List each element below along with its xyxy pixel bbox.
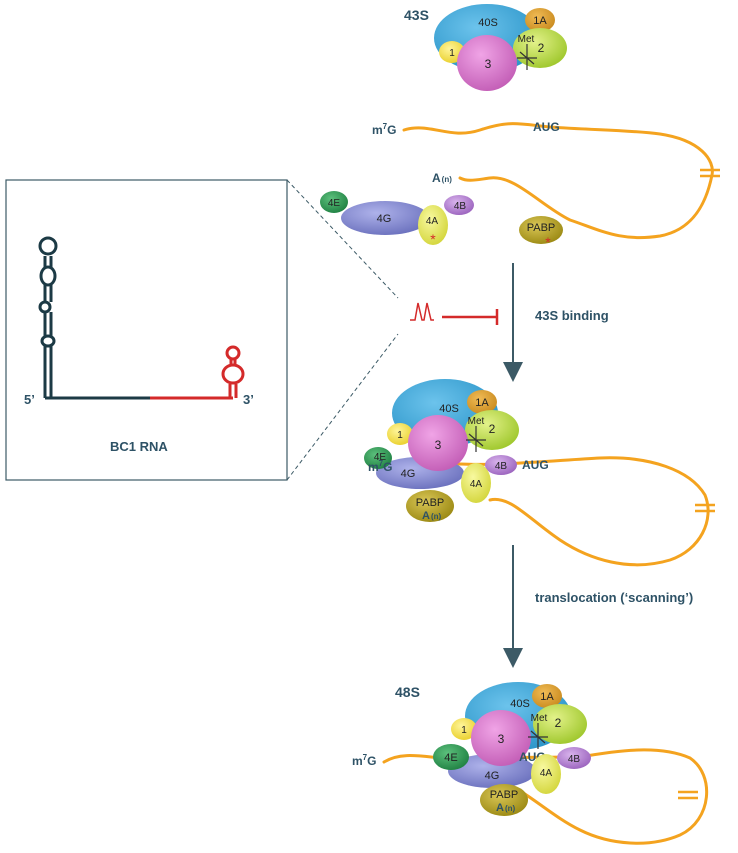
aug-label-1: AUG: [533, 120, 560, 134]
cap-label-2: m7G: [368, 459, 392, 474]
factor-40s-label: 40S: [478, 17, 498, 29]
factor-1a-label: 1A: [540, 691, 554, 703]
aug-label-2: AUG: [522, 458, 549, 472]
met-label: Met: [518, 34, 535, 45]
label-43s: 43S: [404, 7, 429, 23]
bc1-rna-title: BC1 RNA: [110, 439, 168, 454]
cap-label-1: m7G: [372, 122, 396, 137]
factor-3-label: 3: [498, 732, 505, 746]
complex-43s: 43S 40S 1A 2 1 3 Met: [404, 4, 567, 91]
factor-3: [457, 35, 517, 91]
factor-1: [387, 423, 413, 445]
factor-4g-label: 4G: [401, 468, 416, 480]
factor-4b: [557, 747, 591, 769]
met-trna-icon: [528, 723, 548, 749]
factor-40s-label: 40S: [510, 698, 530, 710]
factor-pabp: [406, 490, 454, 522]
met-trna-icon: [517, 44, 537, 70]
complex-48s: 48S m7G 40S 1A 2 1 4G 3 Met AUG 4E 4B 4A…: [352, 682, 709, 845]
factor-1a-label: 1A: [475, 397, 489, 409]
bc1-bulge-2: [38, 300, 52, 314]
asterisk-icon: *: [545, 234, 551, 250]
bc1-stem: [43, 256, 53, 398]
factor-pabp-label: PABP: [416, 497, 445, 509]
factor-1: [451, 718, 477, 740]
factor-1a: [532, 684, 562, 708]
factor-3: [408, 415, 468, 471]
met-label: Met: [468, 416, 485, 427]
factor-4b: [485, 455, 517, 475]
factor-4g: [341, 201, 429, 235]
factor-1-label: 1: [397, 430, 403, 441]
bc1-mini-icon: [410, 302, 434, 321]
factor-4a-label: 4A: [426, 216, 439, 227]
factor-4a-label: 4A: [540, 768, 553, 779]
factor-4a: [418, 205, 448, 245]
factor-4a-label: 4A: [470, 479, 483, 490]
bc1-bulge-3: [40, 334, 56, 348]
bc1-inhibition: [410, 302, 499, 325]
factor-4e-label: 4E: [374, 452, 387, 463]
factor-4b: [444, 195, 474, 215]
inset-box: [5, 179, 288, 481]
factor-1a: [525, 8, 555, 32]
factor-4g-label: 4G: [377, 213, 392, 225]
mrna-strand-2: [368, 456, 710, 567]
factor-4g-label: 4G: [485, 770, 500, 782]
factor-40s-label: 40S: [439, 403, 459, 415]
asterisk-icon: *: [430, 231, 436, 247]
step-43s-binding: 43S binding: [535, 308, 609, 323]
factor-2-label: 2: [555, 716, 562, 730]
factor-pabp: [480, 784, 528, 816]
step-scanning: translocation (‘scanning’): [535, 590, 693, 605]
polya-label-1: A(n): [432, 171, 452, 185]
complex-bound: 40S 1A 2 1 4G 3 Met 4E m7G 4B AUG 4A PAB…: [364, 379, 715, 567]
bc1-3prime: 3’: [243, 392, 254, 407]
factor-3-label: 3: [485, 57, 492, 71]
bc1-3p-stem: [228, 384, 238, 398]
bc1-loop-top: [38, 236, 58, 256]
factor-2-label: 2: [538, 41, 545, 55]
break-mark-3: [678, 790, 698, 800]
factor-3-label: 3: [435, 438, 442, 452]
factor-4b-label: 4B: [568, 754, 581, 765]
zoom-line-top: [286, 179, 399, 299]
factor-4a: [531, 754, 561, 794]
factor-4e: [364, 447, 392, 469]
factor-4e: [433, 744, 469, 770]
met-trna-icon: [466, 426, 486, 452]
bc1-5prime: 5’: [24, 392, 35, 407]
label-48s: 48S: [395, 684, 420, 700]
break-mark-1: [700, 168, 720, 178]
eif4f-free: 4G 4E 4B 4A * PABP *: [320, 191, 563, 250]
polya-label-3: A(n): [496, 802, 516, 814]
polya-label-2: A(n): [422, 510, 442, 522]
bc1-3p-loop: [225, 345, 241, 361]
break-mark-2: [695, 503, 715, 513]
factor-pabp: [519, 216, 563, 244]
factor-4b-label: 4B: [454, 201, 467, 212]
factor-4e-label: 4E: [328, 198, 341, 209]
factor-4b-label: 4B: [495, 461, 508, 472]
zoom-line-bottom: [286, 333, 399, 481]
factor-pabp-label: PABP: [527, 222, 556, 234]
mrna-stage1: m7G AUG A(n): [372, 120, 720, 240]
factor-1a-label: 1A: [533, 15, 547, 27]
bc1-3p-bulge: [221, 363, 245, 385]
bc1-bulge-1: [39, 265, 57, 287]
factor-4e: [320, 191, 348, 213]
factor-4e-label: 4E: [444, 752, 457, 764]
factor-2: [533, 704, 587, 744]
factor-4a: [461, 463, 491, 503]
cap-label-3: m7G: [352, 753, 376, 768]
factor-1-label: 1: [449, 48, 455, 59]
factor-1-label: 1: [461, 725, 467, 736]
factor-2-label: 2: [489, 422, 496, 436]
factor-3: [471, 710, 531, 766]
factor-pabp-label: PABP: [490, 789, 519, 801]
factor-1a: [467, 390, 497, 414]
bc1-rna-inset: 5’ 3’ BC1 RNA: [5, 179, 288, 481]
met-label: Met: [531, 713, 548, 724]
